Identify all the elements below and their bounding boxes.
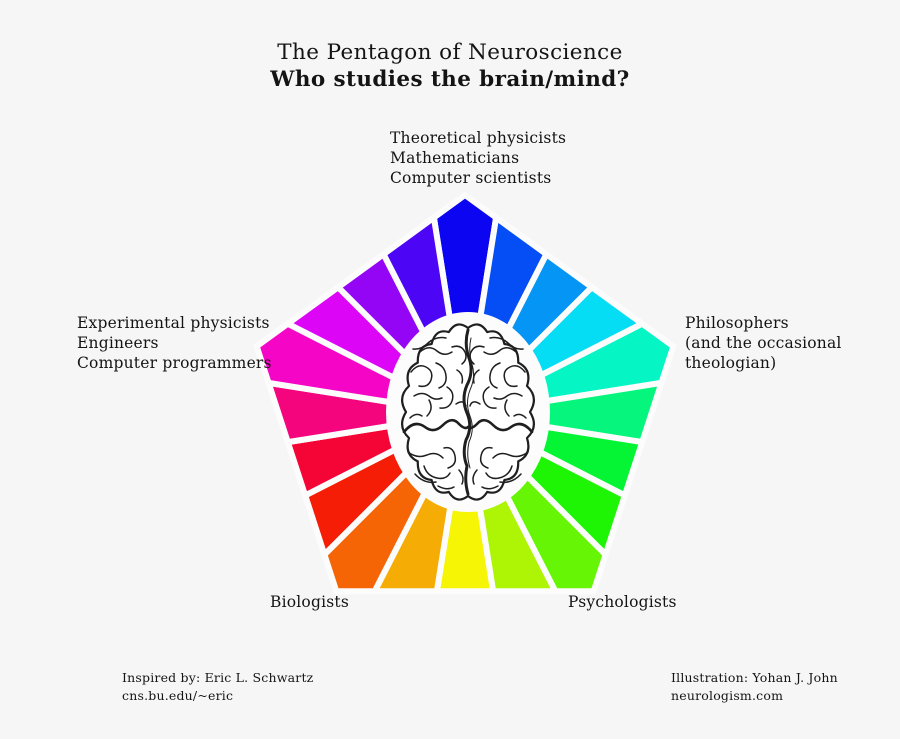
label-right-line-1: Philosophers (685, 314, 789, 332)
credit-inspired-line-2: cns.bu.edu/~eric (122, 688, 234, 703)
label-right-line-2: (and the occasional (685, 334, 842, 352)
label-top-line-2: Mathematicians (390, 149, 520, 167)
credit-illustration-line-1: Illustration: Yohan J. John (671, 670, 838, 685)
brain-left-hemisphere-gyri (402, 336, 470, 490)
label-top-line-3: Computer scientists (390, 169, 552, 187)
title-line-2: Who studies the brain/mind? (270, 67, 630, 92)
label-left-line-1: Experimental physicists (77, 314, 270, 332)
brain-illustration (401, 323, 535, 501)
label-left-vertex: Experimental physicists Engineers Comput… (77, 313, 272, 373)
label-left-line-2: Engineers (77, 334, 159, 352)
label-bottom-right-vertex: Psychologists (568, 593, 677, 611)
credit-illustration-line-2: neurologism.com (671, 688, 784, 703)
credit-illustration: Illustration: Yohan J. John neurologism.… (671, 669, 838, 705)
credit-inspired-by: Inspired by: Eric L. Schwartz cns.bu.edu… (122, 669, 313, 705)
label-left-line-3: Computer programmers (77, 354, 272, 372)
label-right-line-3: theologian) (685, 354, 777, 372)
credit-inspired-line-1: Inspired by: Eric L. Schwartz (122, 670, 314, 685)
title-line-1: The Pentagon of Neuroscience (277, 40, 623, 65)
label-top-vertex: Theoretical physicists Mathematicians Co… (390, 128, 566, 188)
label-right-vertex: Philosophers (and the occasional theolog… (685, 313, 842, 373)
brain-central-fissure (462, 328, 475, 496)
page-title: The Pentagon of Neuroscience Who studies… (0, 39, 900, 93)
label-top-line-1: Theoretical physicists (390, 129, 567, 147)
label-bottom-left-vertex: Biologists (270, 593, 349, 611)
